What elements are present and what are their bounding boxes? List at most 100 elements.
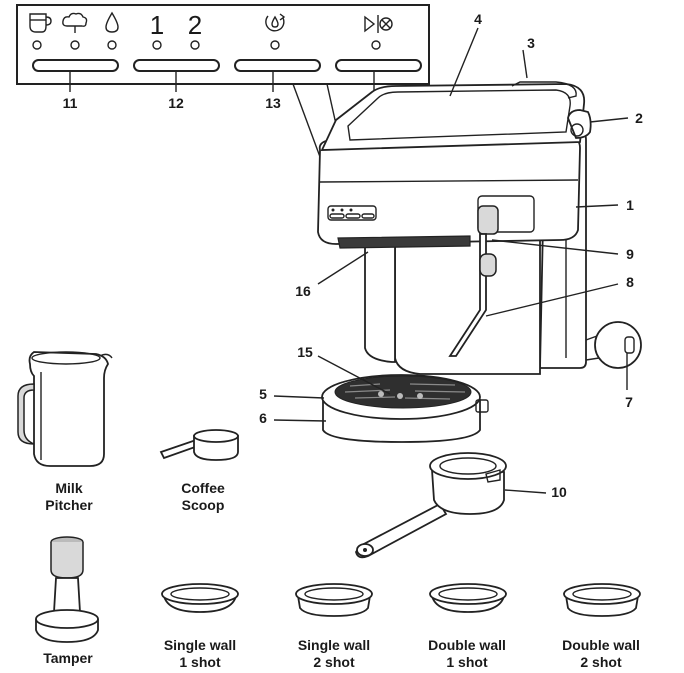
basket-1-label-line1: Single wall — [164, 637, 236, 653]
leader-4 — [449, 27, 479, 97]
head-seam — [319, 179, 579, 183]
callout-2: 2 — [635, 110, 643, 126]
front-light-2 — [340, 208, 344, 212]
steam-wand — [448, 233, 487, 357]
leader-9 — [491, 239, 619, 255]
shot-two-digit: 2 — [188, 10, 202, 40]
callout-16: 16 — [295, 283, 311, 299]
shot-button — [133, 59, 220, 72]
leader-15 — [317, 355, 391, 395]
body-column — [364, 239, 396, 363]
lid-inner-panel — [347, 89, 571, 141]
milk-pitcher-label-line1: Milk — [55, 480, 82, 496]
front-button-2 — [345, 213, 361, 219]
portafilter-rim — [429, 452, 507, 480]
side-switch — [624, 336, 635, 354]
callout-6: 6 — [259, 410, 267, 426]
indicator-light-descale — [270, 40, 280, 50]
front-light-1 — [331, 208, 335, 212]
basket-3-inner — [438, 587, 498, 601]
basket-3-label-line2: 1 shot — [446, 654, 488, 670]
steam-cloud-icon — [62, 12, 88, 33]
callout-8: 8 — [626, 274, 634, 290]
indicator-light-start — [371, 40, 381, 50]
basket-2-rim — [295, 583, 373, 605]
pitcher-body — [28, 351, 109, 467]
basket-double-wall-2-shot — [563, 583, 641, 617]
callout-13: 13 — [265, 95, 281, 111]
steam-wand-joint — [479, 253, 497, 277]
callout-1: 1 — [626, 197, 634, 213]
steam-knob — [477, 205, 499, 235]
descale-button — [234, 59, 321, 72]
leader-6 — [273, 419, 327, 422]
leader-3 — [522, 49, 528, 79]
basket-2-label-line2: 2 shot — [313, 654, 355, 670]
portafilter-inner — [439, 457, 497, 475]
cup-icon — [29, 13, 52, 33]
leader-16 — [317, 251, 369, 285]
espresso-machine — [317, 81, 642, 443]
callout-11: 11 — [63, 95, 78, 111]
portafilter-basket-body — [431, 469, 505, 515]
leader-8 — [485, 283, 619, 317]
tamper-base-top — [35, 609, 99, 629]
callout-12: 12 — [168, 95, 184, 111]
control-panel-frame — [16, 4, 430, 85]
brew-head — [337, 235, 471, 249]
basket-3-rim — [429, 583, 507, 605]
callout-5: 5 — [259, 386, 267, 402]
indicator-light-water — [107, 40, 117, 50]
basket-2-inner — [304, 587, 364, 601]
callout-7: 7 — [625, 394, 633, 410]
leader-5 — [273, 395, 325, 399]
side-detail-circle — [594, 321, 642, 369]
portafilter-handle — [355, 502, 448, 559]
side-detail-connector-top — [585, 335, 598, 341]
basket-4-label-line1: Double wall — [562, 637, 640, 653]
front-button-3 — [361, 213, 375, 219]
portafilter-lug — [485, 469, 501, 483]
start-cancel-button — [335, 59, 422, 72]
basket-2-label-line1: Single wall — [298, 637, 370, 653]
basket-single-wall-1-shot — [161, 583, 239, 613]
descale-icon — [265, 13, 286, 32]
coffee-scoop — [159, 429, 239, 461]
coffee-scoop-label-line2: Scoop — [182, 497, 225, 513]
indicator-light-1-shot — [152, 40, 162, 50]
indicator-light-2-shot — [190, 40, 200, 50]
grate-marker-3 — [417, 393, 423, 399]
leader-10 — [504, 489, 547, 494]
milk-pitcher-label-line2: Pitcher — [45, 497, 93, 513]
scoop-rim — [193, 429, 239, 443]
basket-1-rim — [161, 583, 239, 605]
leader-1 — [575, 204, 619, 208]
basket-double-wall-1-shot — [429, 583, 507, 613]
grate-marker-2 — [397, 393, 403, 399]
callout-4: 4 — [474, 11, 482, 27]
portafilter-handle-dot — [363, 548, 367, 552]
start-cancel-icon — [364, 15, 393, 33]
water-drop-icon — [105, 11, 119, 33]
drip-tray-clip — [475, 399, 489, 413]
indicator-light-steam — [70, 40, 80, 50]
pitcher-handle — [17, 383, 35, 445]
leader-2 — [589, 117, 629, 123]
indicator-light-single — [32, 40, 42, 50]
side-detail-connector-bottom — [585, 357, 600, 361]
pitcher-spout — [99, 353, 113, 359]
portafilter — [355, 452, 507, 559]
machine-body — [394, 239, 541, 375]
grate-marker-1 — [378, 391, 384, 397]
callout-15: 15 — [297, 344, 313, 360]
basket-1-inner — [170, 587, 230, 601]
callout-9: 9 — [626, 246, 634, 262]
front-light-3 — [349, 208, 353, 212]
basket-single-wall-2-shot — [295, 583, 373, 617]
callout-3: 3 — [527, 35, 535, 51]
tamper — [35, 536, 99, 643]
tamper-stem — [53, 577, 81, 613]
basket-3-label-line1: Double wall — [428, 637, 506, 653]
basket-4-rim — [563, 583, 641, 605]
